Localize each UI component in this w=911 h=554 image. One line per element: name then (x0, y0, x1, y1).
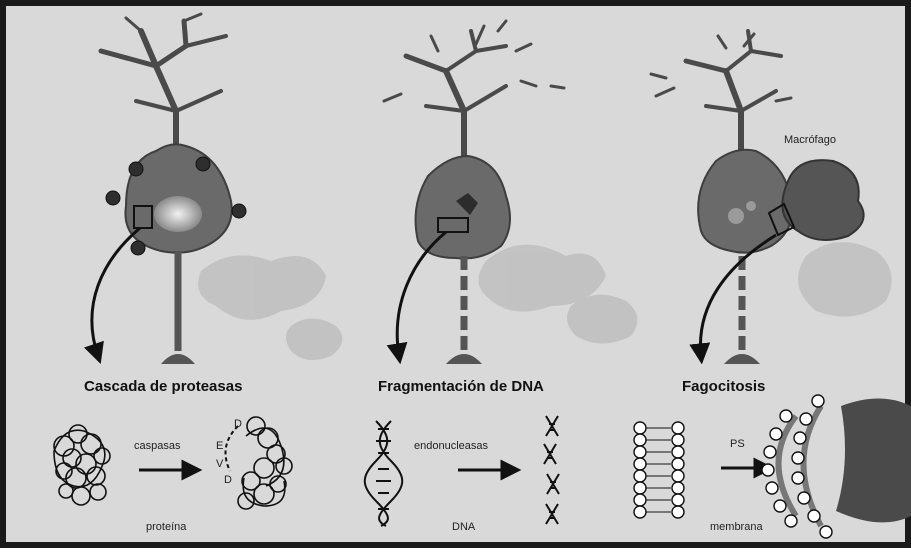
ps-label: PS (730, 438, 745, 450)
macrophage-cell (782, 160, 863, 240)
neuron-healthy (101, 14, 226, 156)
cleavage-site (226, 426, 239, 471)
protein-label: proteína (146, 521, 186, 533)
neuron3-soma (698, 150, 792, 253)
membrane-label: membrana (710, 521, 763, 533)
neuron3-terminal (724, 354, 760, 364)
motif-e: E (216, 440, 223, 452)
macrophage-engulfing (836, 399, 911, 523)
neuron-phagocytosed (651, 31, 791, 161)
motif-d1: D (234, 418, 242, 430)
panel2-title: Fragmentación de DNA (378, 378, 544, 395)
panel3-title: Fagocitosis (682, 378, 765, 395)
neuron1-nucleus (154, 196, 202, 232)
diagram-canvas (6, 6, 911, 554)
macrophage-label: Macrófago (784, 134, 836, 146)
background-tissue (198, 242, 891, 360)
motif-v: V (216, 458, 223, 470)
neuron1-terminal (161, 354, 195, 364)
dna-fragments (544, 416, 559, 524)
endonucleases-label: endonucleasas (414, 440, 488, 452)
membrane-bilayer (634, 422, 684, 518)
caspases-label: caspasas (134, 440, 180, 452)
dna-helix (365, 421, 403, 526)
dna-label: DNA (452, 521, 475, 533)
panel1-title: Cascada de proteasas (84, 378, 242, 395)
protein-folded (54, 425, 110, 505)
neuron2-terminal (446, 354, 482, 364)
protein-cleaved (238, 417, 292, 509)
motif-d2: D (224, 474, 232, 486)
neuron-fragmenting (384, 21, 564, 161)
neuron3-fragment (728, 208, 744, 224)
membrane-curved (762, 395, 832, 538)
